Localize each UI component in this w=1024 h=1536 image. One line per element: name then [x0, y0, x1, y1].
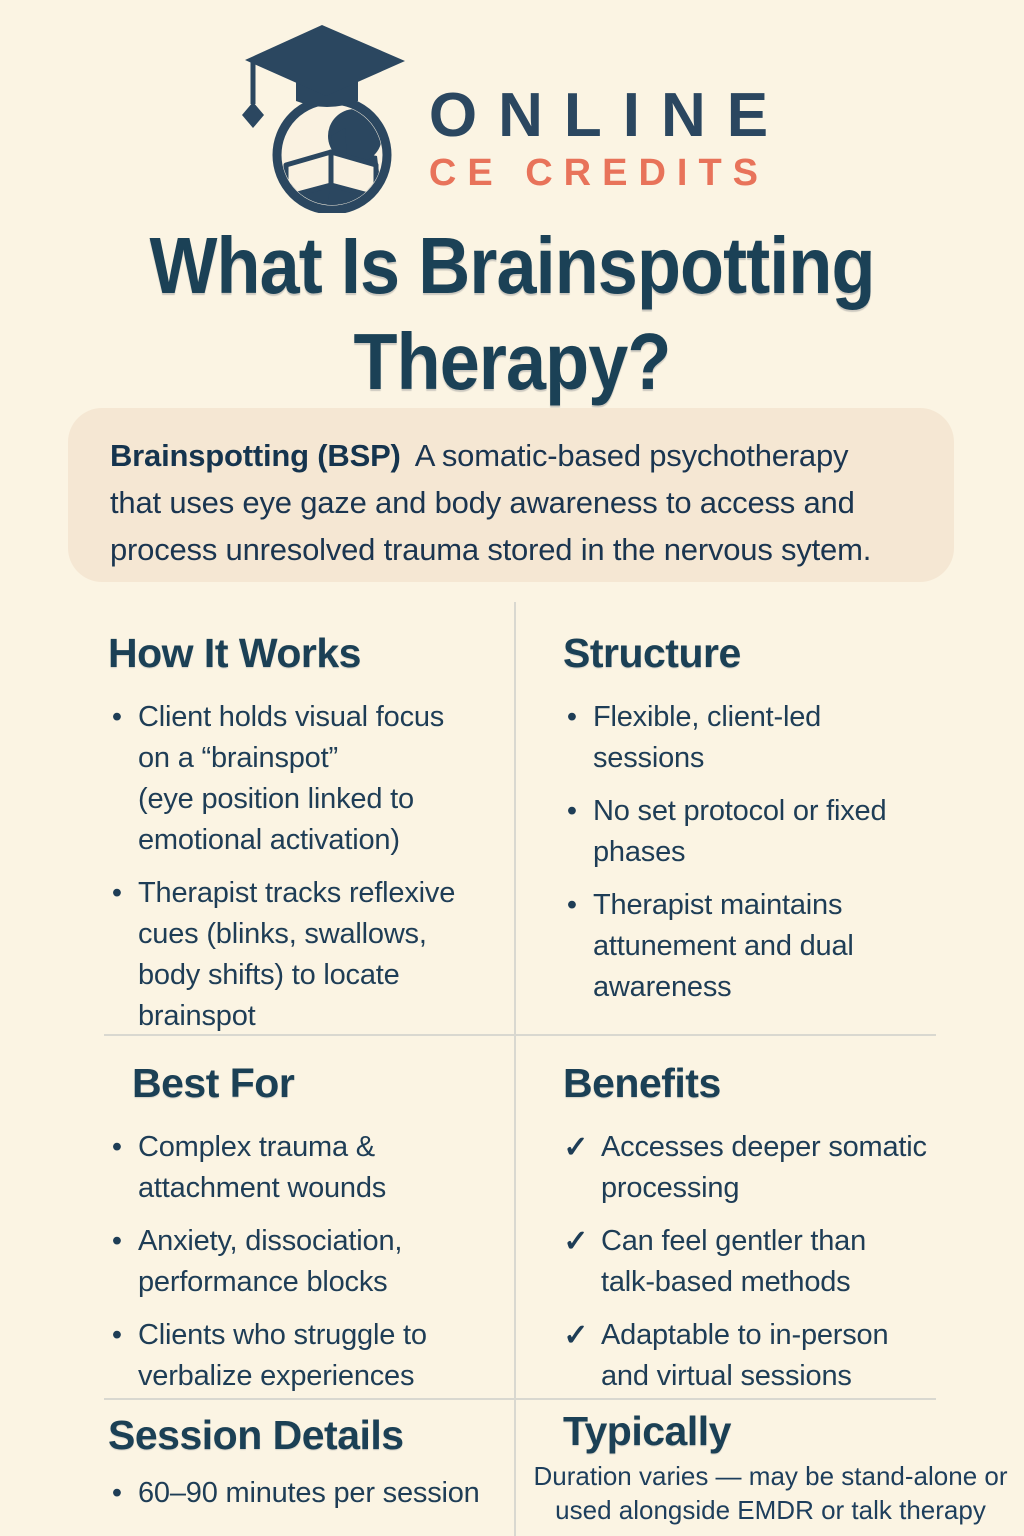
section-heading: Best For	[132, 1060, 295, 1106]
list-item: • Flexible, client-led sessions	[563, 697, 1014, 779]
bullet-icon: •	[111, 1131, 123, 1164]
definition-text: Brainspotting (BSP) A somatic-based psych…	[110, 432, 914, 573]
list-item: ✓ Accesses deeper somatic processing	[563, 1127, 1014, 1209]
bullet-icon: •	[111, 1225, 123, 1258]
logo-line-ce-credits: CE CREDITS	[428, 152, 770, 194]
checkmark-icon: ✓	[563, 1319, 589, 1353]
list-item: • Complex trauma & attachment wounds	[108, 1127, 505, 1209]
section-structure: Structure • Flexible, client-led session…	[515, 602, 1024, 1034]
section-heading: How It Works	[108, 630, 361, 676]
logo-line-online: ONLINE	[428, 81, 790, 150]
benefits-list: ✓ Accesses deeper somatic processing ✓ C…	[563, 1127, 1014, 1397]
logo: ONLINE CE CREDITS	[0, 18, 1024, 213]
vertical-divider	[514, 602, 516, 1536]
bullet-icon: •	[566, 701, 578, 734]
bullet-icon: •	[111, 1477, 123, 1510]
list-item: • Therapist maintains attunement and dua…	[563, 885, 1014, 1008]
definition-box: Brainspotting (BSP) A somatic-based psych…	[68, 408, 954, 582]
bullet-icon: •	[111, 877, 123, 910]
logo-wordmark: ONLINE CE CREDITS	[428, 81, 790, 194]
structure-list: • Flexible, client-led sessions • No set…	[563, 697, 1014, 1008]
list-item: ✓ Adaptable to in-person and virtual ses…	[563, 1315, 1014, 1397]
page-title: What Is Brainspotting Therapy?	[149, 221, 875, 406]
bullet-icon: •	[111, 1319, 123, 1352]
bullet-icon: •	[566, 795, 578, 828]
bullet-icon: •	[111, 701, 123, 734]
list-item: • Clients who struggle to verbalize expe…	[108, 1315, 505, 1397]
horizontal-divider-1	[104, 1034, 936, 1036]
definition-after-term: A somatic-based psychotherapy	[414, 438, 849, 473]
definition-line3: process unresolved trauma stored in the …	[110, 532, 872, 567]
list-item: • 60–90 minutes per session	[108, 1473, 505, 1514]
definition-term: Brainspotting (BSP)	[110, 438, 401, 473]
list-item: • Client holds visual focus on a “brains…	[108, 697, 505, 861]
section-how-it-works: How It Works • Client holds visual focus…	[0, 602, 515, 1034]
section-benefits: Benefits ✓ Accesses deeper somatic proce…	[515, 1034, 1024, 1398]
best-for-list: • Complex trauma & attachment wounds • A…	[108, 1127, 505, 1397]
list-item: • Anxiety, dissociation, performance blo…	[108, 1221, 505, 1303]
list-item: ✓ Can feel gentler than talk-based metho…	[563, 1221, 1014, 1303]
section-typically: Typically Duration varies — may be stand…	[515, 1398, 1024, 1536]
typically-note: Duration varies — may be stand-alone or …	[533, 1461, 1008, 1526]
bullet-icon: •	[566, 889, 578, 922]
section-heading: Structure	[563, 630, 741, 676]
checkmark-icon: ✓	[563, 1225, 589, 1259]
horizontal-divider-2	[104, 1398, 936, 1400]
section-heading: Benefits	[563, 1060, 721, 1106]
definition-line2: that uses eye gaze and body awareness to…	[110, 485, 855, 520]
session-details-list: • 60–90 minutes per session	[108, 1473, 505, 1514]
section-heading: Session Details	[108, 1412, 404, 1458]
list-item: • No set protocol or fixed phases	[563, 791, 1014, 873]
graduation-cap-reader-icon	[241, 25, 405, 213]
section-session-details: Session Details • 60–90 minutes per sess…	[0, 1398, 515, 1536]
checkmark-icon: ✓	[563, 1131, 589, 1165]
how-it-works-list: • Client holds visual focus on a “brains…	[108, 697, 505, 1037]
list-item: • Therapist tracks reflexive cues (blink…	[108, 873, 505, 1037]
section-best-for: Best For • Complex trauma & attachment w…	[0, 1034, 515, 1398]
section-heading: Typically	[563, 1408, 731, 1454]
